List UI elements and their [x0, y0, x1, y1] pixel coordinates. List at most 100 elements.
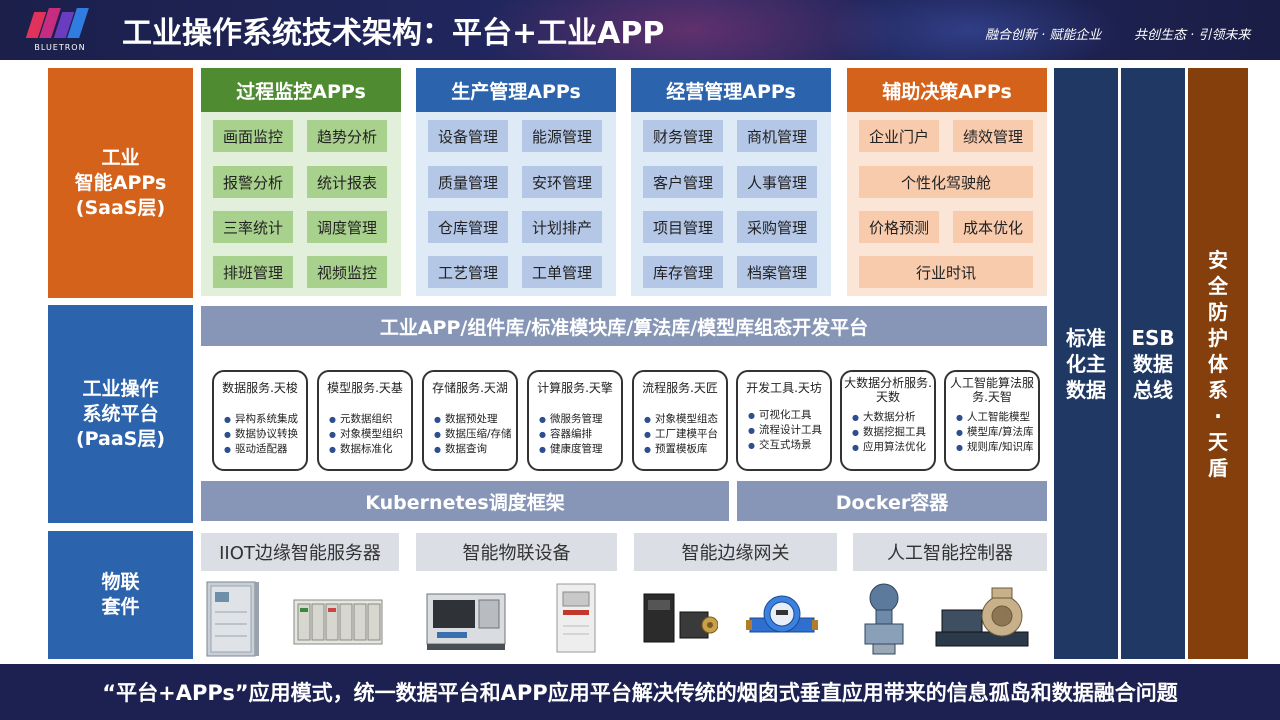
app-chip[interactable]: 个性化驾驶舱	[859, 166, 1033, 198]
app-chip[interactable]: 成本优化	[953, 211, 1033, 243]
service-feature: 流程设计工具	[748, 423, 822, 438]
app-chip[interactable]: 能源管理	[522, 120, 602, 152]
header-glow	[820, 0, 1120, 60]
group-title: 辅助决策APPs	[847, 68, 1047, 112]
app-chip[interactable]: 工艺管理	[428, 256, 508, 288]
iot-category: 智能物联设备	[416, 533, 617, 571]
column-text-line: ESB	[1131, 325, 1175, 350]
app-chip[interactable]: 工单管理	[522, 256, 602, 288]
service-feature: 对象模型组织	[329, 427, 403, 442]
service-feature-list: 人工智能模型 模型库/算法库 规则库/知识库	[956, 410, 1034, 455]
saas-label-line: 智能APPs	[74, 171, 167, 194]
service-feature: 模型库/算法库	[956, 425, 1034, 440]
service-feature: 规则库/知识库	[956, 440, 1034, 455]
service-feature: 驱动适配器	[224, 442, 298, 457]
service-feature: 数据预处理	[434, 412, 512, 427]
column-text-char: ·	[1214, 403, 1222, 428]
service-card-storage[interactable]: 存储服务.天湖 数据预处理 数据压缩/存储 数据查询	[422, 370, 518, 471]
app-chip[interactable]: 价格预测	[859, 211, 939, 243]
service-card-ai[interactable]: 人工智能算法服务.天智 人工智能模型 模型库/算法库 规则库/知识库	[944, 370, 1040, 471]
group-body: 设备管理 能源管理 质量管理 安环管理 仓库管理 计划排产 工艺管理 工单管理	[416, 112, 616, 296]
app-chip[interactable]: 仓库管理	[428, 211, 508, 243]
transmitter-device	[864, 583, 904, 655]
iot-category: 人工智能控制器	[853, 533, 1047, 571]
header-banner: BLUETRON 工业操作系统技术架构：平台+工业APP 融合创新 · 赋能企业…	[0, 0, 1280, 60]
saas-label-line: (SaaS层)	[75, 196, 166, 219]
footer-banner: “平台+APPs”应用模式，统一数据平台和APP应用平台解决传统的烟囱式垂直应用…	[0, 664, 1280, 720]
app-chip[interactable]: 安环管理	[522, 166, 602, 198]
saas-layer-label: 工业 智能APPs (SaaS层)	[48, 68, 193, 298]
app-chip[interactable]: 库存管理	[643, 256, 723, 288]
app-chip[interactable]: 人事管理	[737, 166, 817, 198]
app-chip[interactable]: 质量管理	[428, 166, 508, 198]
service-feature: 工厂建模平台	[644, 427, 718, 442]
app-chip[interactable]: 调度管理	[307, 211, 387, 243]
service-feature-list: 元数据组织 对象模型组织 数据标准化	[329, 412, 403, 457]
app-chip[interactable]: 绩效管理	[953, 120, 1033, 152]
service-feature: 数据查询	[434, 442, 512, 457]
app-chip[interactable]: 计划排产	[522, 211, 602, 243]
column-text-char: 天	[1208, 429, 1228, 454]
service-feature: 数据压缩/存储	[434, 427, 512, 442]
service-card-compute[interactable]: 计算服务.天擎 微服务管理 容器编排 健康度管理	[527, 370, 623, 471]
service-feature: 容器编排	[539, 427, 602, 442]
business-management-group: 经营管理APPs 财务管理 商机管理 客户管理 人事管理 项目管理 采购管理 库…	[631, 68, 831, 296]
app-chip[interactable]: 画面监控	[213, 120, 293, 152]
process-monitoring-group: 过程监控APPs 画面监控 趋势分析 报警分析 统计报表 三率统计 调度管理 排…	[201, 68, 401, 296]
inverter-device	[556, 583, 596, 653]
esb-data-bus-column: ESB 数据 总线	[1121, 68, 1185, 659]
group-title: 生产管理APPs	[416, 68, 616, 112]
column-text-char: 全	[1208, 273, 1228, 298]
production-management-group: 生产管理APPs 设备管理 能源管理 质量管理 安环管理 仓库管理 计划排产 工…	[416, 68, 616, 296]
service-feature-list: 数据预处理 数据压缩/存储 数据查询	[434, 412, 512, 457]
service-card-devtools[interactable]: 开发工具.天坊 可视化工具 流程设计工具 交互式场景	[736, 370, 832, 471]
column-text-line: 数据	[1133, 351, 1173, 376]
app-chip[interactable]: 客户管理	[643, 166, 723, 198]
kubernetes-bar: Kubernetes调度框架	[201, 481, 729, 521]
service-card-data[interactable]: 数据服务.天梭 异构系统集成 数据协议转换 驱动适配器	[212, 370, 308, 471]
app-chip[interactable]: 商机管理	[737, 120, 817, 152]
iot-category: 智能边缘网关	[634, 533, 837, 571]
service-feature: 预置模板库	[644, 442, 718, 457]
app-chip[interactable]: 三率统计	[213, 211, 293, 243]
bluetron-logo: BLUETRON	[24, 8, 96, 52]
docker-bar: Docker容器	[737, 481, 1047, 521]
column-text-char: 安	[1208, 247, 1228, 272]
pump-device	[935, 587, 1029, 647]
group-title: 过程监控APPs	[201, 68, 401, 112]
service-title: 开发工具.天坊	[746, 381, 822, 395]
standard-master-data-column: 标准 化主 数据	[1054, 68, 1118, 659]
app-chip[interactable]: 项目管理	[643, 211, 723, 243]
app-chip[interactable]: 采购管理	[737, 211, 817, 243]
column-text-line: 数据	[1066, 377, 1106, 402]
column-text-char: 护	[1208, 325, 1228, 350]
service-title: 流程服务.天匠	[642, 381, 718, 395]
service-card-model[interactable]: 模型服务.天基 元数据组织 对象模型组织 数据标准化	[317, 370, 413, 471]
saas-label-line: 工业	[101, 146, 140, 169]
column-text-char: 体	[1208, 351, 1228, 376]
group-body: 画面监控 趋势分析 报警分析 统计报表 三率统计 调度管理 排班管理 视频监控	[201, 112, 401, 296]
app-chip[interactable]: 趋势分析	[307, 120, 387, 152]
app-chip[interactable]: 排班管理	[213, 256, 293, 288]
app-chip[interactable]: 视频监控	[307, 256, 387, 288]
service-title: 大数据分析服务.天数	[844, 376, 932, 404]
service-title: 人工智能算法服务.天智	[949, 376, 1034, 404]
iot-label-line: 物联	[101, 571, 140, 593]
app-chip[interactable]: 企业门户	[859, 120, 939, 152]
app-chip[interactable]: 统计报表	[307, 166, 387, 198]
dev-platform-bar: 工业APP/组件库/标准模块库/算法库/模型库组态开发平台	[201, 306, 1047, 346]
app-chip[interactable]: 报警分析	[213, 166, 293, 198]
service-feature: 大数据分析	[852, 410, 926, 425]
logo-text: BLUETRON	[34, 43, 86, 52]
column-text-line: 标准	[1066, 325, 1106, 350]
app-chip[interactable]: 档案管理	[737, 256, 817, 288]
group-body: 企业门户 绩效管理 个性化驾驶舱 价格预测 成本优化 行业时讯	[847, 112, 1047, 296]
app-chip[interactable]: 财务管理	[643, 120, 723, 152]
service-feature: 可视化工具	[748, 408, 822, 423]
cabinet-device	[206, 581, 259, 657]
service-card-process[interactable]: 流程服务.天匠 对象模型组态 工厂建模平台 预置模板库	[632, 370, 728, 471]
service-feature: 对象模型组态	[644, 412, 718, 427]
app-chip[interactable]: 行业时讯	[859, 256, 1033, 288]
app-chip[interactable]: 设备管理	[428, 120, 508, 152]
service-card-bigdata[interactable]: 大数据分析服务.天数 大数据分析 数据挖掘工具 应用算法优化	[840, 370, 936, 471]
